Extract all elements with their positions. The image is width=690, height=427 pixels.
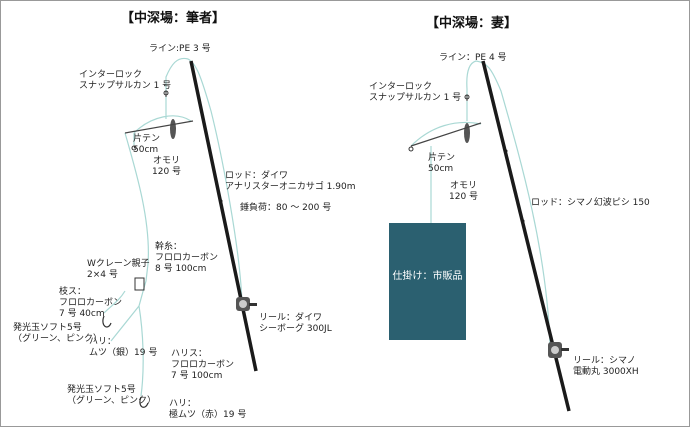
left-title: 【中深場：筆者】 bbox=[121, 11, 226, 26]
left-mainline bbox=[110, 132, 149, 397]
right-title: 【中深場：妻】 bbox=[426, 16, 518, 31]
right-guide bbox=[521, 219, 525, 223]
left-hook-label: ハリ： ムツ（銀）19 号 bbox=[89, 337, 158, 358]
left-swivel-label: インターロック スナップサルカン 1 号 bbox=[79, 70, 172, 91]
right-tenbin-label: 片テン 50cm bbox=[428, 153, 456, 174]
left-guide bbox=[207, 144, 211, 148]
right-tenbin-icon bbox=[408, 122, 482, 152]
right-line-label: ライン：PE 4 号 bbox=[439, 53, 507, 63]
right-reel-icon bbox=[548, 342, 569, 358]
left-tenbin-label: 片テン 50cm bbox=[133, 134, 161, 155]
right-sinker-label: オモリ 120 号 bbox=[449, 181, 479, 202]
left-branch-label: 枝ス： フロロカーボン 7 号 40cm bbox=[59, 287, 123, 319]
right-reel-label: リール：シマノ 電動丸 3000XH bbox=[573, 356, 639, 377]
right-rod-label: ロッド：シマノ幻波ピシ 150 bbox=[531, 198, 650, 208]
left-rod bbox=[189, 60, 258, 372]
left-bead-label: 発光玉ソフト5号 （グリーン、ピンク） bbox=[13, 323, 103, 344]
left-sinker-label: オモリ 120 号 bbox=[152, 156, 182, 177]
right-sinker-icon bbox=[464, 123, 470, 143]
right-fishing-line bbox=[410, 60, 551, 347]
left-rig bbox=[102, 57, 258, 408]
ready-made-rig-label: 仕掛け：市販品 bbox=[392, 271, 463, 282]
left-hook-label: ハリ： 極ムツ（赤）19 号 bbox=[169, 399, 247, 420]
left-hook-icon bbox=[139, 396, 149, 408]
left-rod-label: ロッド：ダイワ アナリスターオニカサゴ 1.90m bbox=[225, 171, 356, 192]
left-crane-swivel-icon bbox=[134, 277, 145, 291]
left-harisu-label: ハリス： フロロカーボン 7 号 100cm bbox=[171, 349, 235, 381]
left-fishing-line bbox=[133, 57, 243, 307]
ready-made-rig-box: 仕掛け：市販品 bbox=[389, 223, 466, 340]
left-bead-label: 発光玉ソフト5号 （グリーン、ピンク） bbox=[67, 385, 157, 406]
left-branch bbox=[103, 290, 126, 314]
right-rig bbox=[408, 60, 571, 412]
left-guide bbox=[219, 199, 223, 203]
left-swivel-icon bbox=[163, 90, 169, 97]
left-sinker-icon bbox=[170, 119, 176, 139]
left-reel-icon bbox=[236, 297, 257, 311]
left-crane-label: Wクレーン親子 2×4 号 bbox=[87, 259, 150, 280]
left-tenbin-icon bbox=[124, 120, 194, 151]
left-load-label: 錘負荷：80 ～ 200 号 bbox=[240, 203, 332, 213]
right-rod bbox=[481, 60, 571, 412]
left-reel-label: リール：ダイワ シーボーグ 300JL bbox=[259, 313, 332, 334]
left-mainline-label: 幹糸： フロロカーボン 8 号 100cm bbox=[155, 242, 219, 274]
left-hook-icon bbox=[102, 315, 112, 328]
right-swivel-icon bbox=[464, 94, 470, 101]
left-line-label: ライン:PE 3 号 bbox=[149, 44, 211, 54]
right-guide bbox=[504, 149, 508, 153]
right-swivel-label: インターロック スナップサルカン 1 号 bbox=[369, 82, 462, 103]
